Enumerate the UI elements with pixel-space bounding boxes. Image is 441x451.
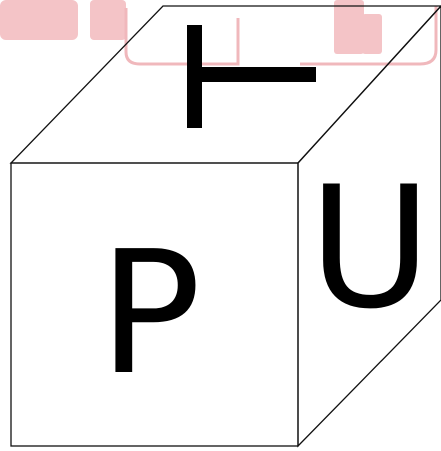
watermark: [0, 0, 436, 64]
right-face-letter: U: [309, 150, 432, 346]
front-face-letter: P: [99, 215, 202, 413]
top-face-symbol: [187, 25, 316, 128]
top-symbol-bar: [196, 67, 316, 82]
